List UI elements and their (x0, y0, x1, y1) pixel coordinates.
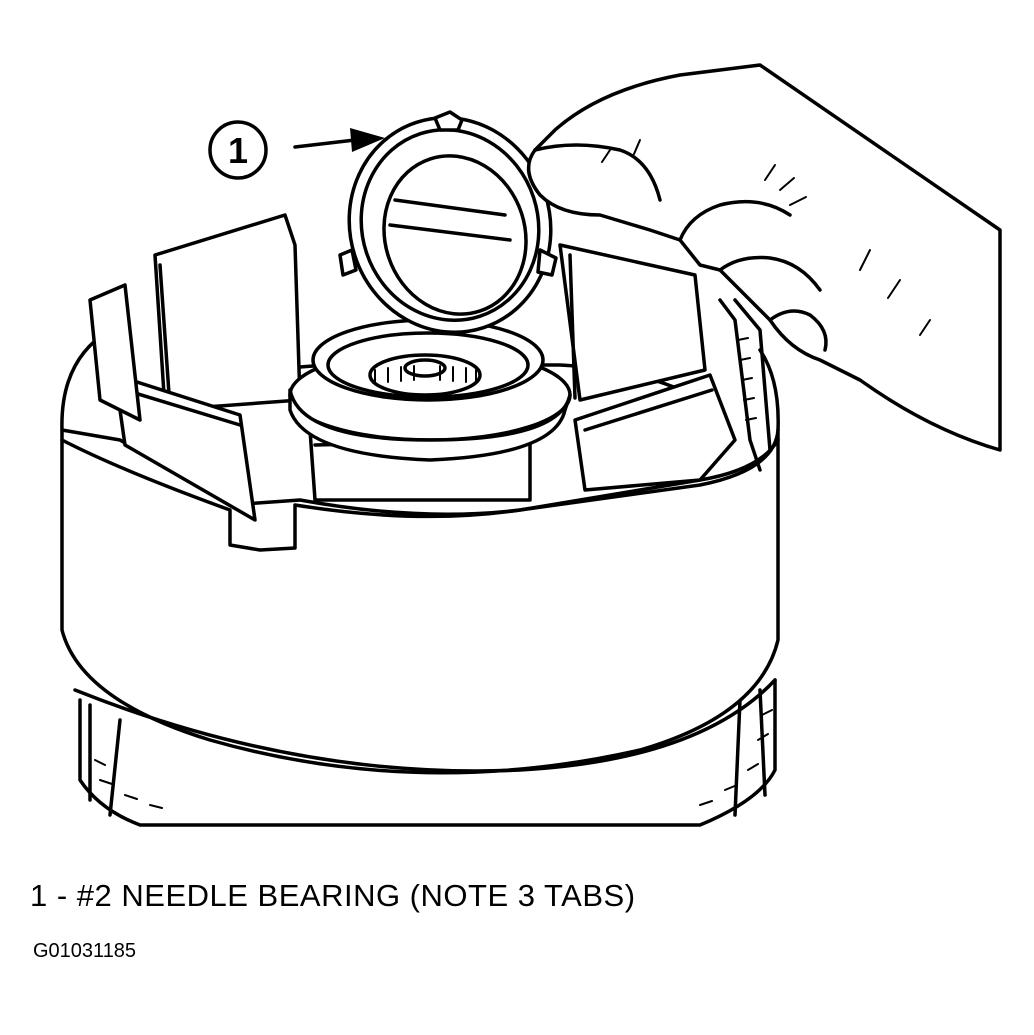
needle-bearing (338, 110, 558, 335)
callout-arrow-icon (350, 128, 385, 152)
bearing-illustration: 1 (60, 63, 1002, 827)
figure-caption: 1 - #2 NEEDLE BEARING (NOTE 3 TABS) (30, 878, 636, 913)
clutch-drum (60, 328, 780, 775)
hand (526, 63, 1002, 452)
figure-id: G01031185 (33, 940, 137, 962)
drum-tabs (88, 213, 772, 522)
callout-number: 1 (228, 130, 248, 171)
center-hub (288, 318, 572, 462)
callout-1: 1 (208, 120, 385, 180)
